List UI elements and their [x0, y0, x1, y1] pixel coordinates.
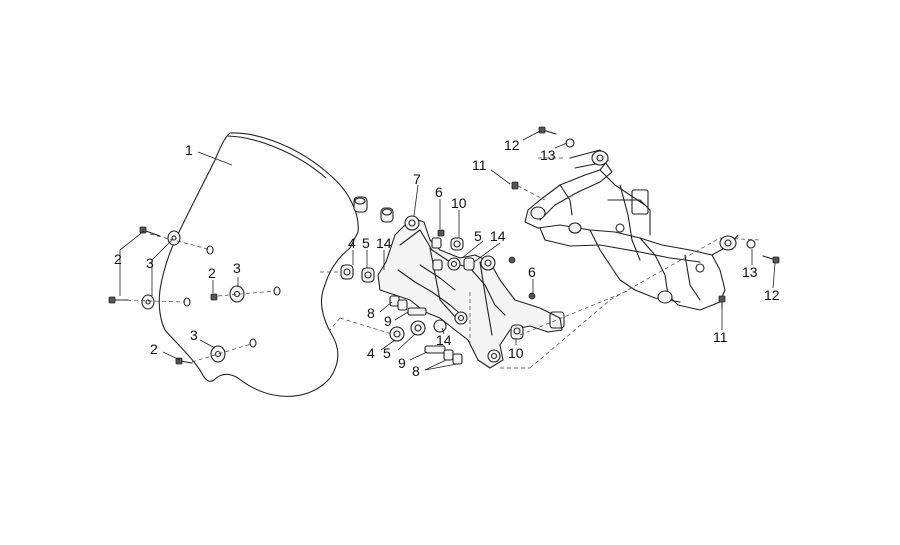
screw-2-middle — [108, 296, 129, 304]
bushing-5-mid — [361, 267, 375, 283]
bushing-4-lower — [389, 326, 405, 342]
callout-6: 6 — [435, 184, 443, 200]
washer-3-lower — [210, 345, 226, 363]
callout-12: 12 — [764, 287, 780, 303]
washer-3-right — [229, 285, 245, 303]
subframe — [524, 149, 739, 311]
callout-6: 6 — [528, 264, 536, 280]
screw-11-upper — [511, 181, 519, 190]
callout-14: 14 — [376, 235, 392, 251]
callout-4: 4 — [367, 345, 375, 361]
callout-labels: 1 2 2 2 3 3 3 4 4 5 5 5 6 6 7 8 8 9 9 10… — [114, 137, 780, 379]
callout-5: 5 — [362, 235, 370, 251]
leader-lines — [119, 130, 776, 371]
callout-1: 1 — [185, 142, 193, 158]
callout-9: 9 — [398, 355, 406, 371]
callout-11: 11 — [472, 157, 487, 173]
bushing-5-lower — [410, 320, 426, 336]
washer-3-middle — [141, 294, 155, 310]
mounting-bracket — [377, 215, 565, 369]
callout-3: 3 — [233, 260, 241, 276]
callout-8: 8 — [367, 305, 375, 321]
callout-7: 7 — [413, 171, 421, 187]
callout-3: 3 — [146, 255, 154, 271]
screw-2-upper — [139, 226, 161, 237]
pin-9-lower — [424, 345, 446, 354]
bushing-8-lower — [443, 349, 463, 365]
bushing-10-lower — [510, 324, 524, 340]
screw-2-lower — [175, 357, 193, 365]
screw-11-lower — [718, 295, 726, 309]
bushing-4-mid — [340, 264, 354, 280]
bushing-14-lower — [433, 319, 447, 333]
callout-4: 4 — [348, 235, 356, 251]
callout-12: 12 — [504, 137, 520, 153]
bushing-10-upper — [450, 237, 464, 251]
bushing-5-right — [447, 257, 461, 271]
pin-9-upper — [407, 307, 427, 316]
screw-2-center — [210, 293, 218, 301]
windscreen — [158, 132, 359, 397]
nut-6-right — [508, 256, 536, 300]
callout-10: 10 — [451, 195, 467, 211]
callout-9: 9 — [384, 313, 392, 329]
callout-2: 2 — [114, 251, 122, 267]
washer-13-upper — [565, 138, 575, 148]
callout-3: 3 — [190, 327, 198, 343]
callout-11: 11 — [713, 329, 728, 345]
callout-5: 5 — [383, 345, 391, 361]
screw-12-upper — [538, 126, 557, 135]
alignment-lines-bracket — [329, 157, 761, 369]
nut-6-upper — [437, 229, 445, 237]
washer-3-upper — [167, 230, 181, 246]
callout-14: 14 — [436, 332, 452, 348]
bushing-5-upper — [380, 207, 394, 223]
callout-2: 2 — [208, 265, 216, 281]
callout-8: 8 — [412, 363, 420, 379]
callout-2: 2 — [150, 341, 158, 357]
callout-10: 10 — [508, 345, 524, 361]
screw-12-lower — [762, 255, 780, 264]
bushing-8-upper — [389, 295, 408, 311]
bushing-14-right — [463, 257, 475, 271]
callout-14: 14 — [490, 228, 506, 244]
callout-5: 5 — [474, 228, 482, 244]
callout-13: 13 — [540, 147, 556, 163]
washer-13-lower — [746, 239, 756, 249]
bushing-4-upper — [353, 196, 368, 213]
callout-13: 13 — [742, 264, 758, 280]
alignment-lines-screen — [119, 233, 345, 363]
